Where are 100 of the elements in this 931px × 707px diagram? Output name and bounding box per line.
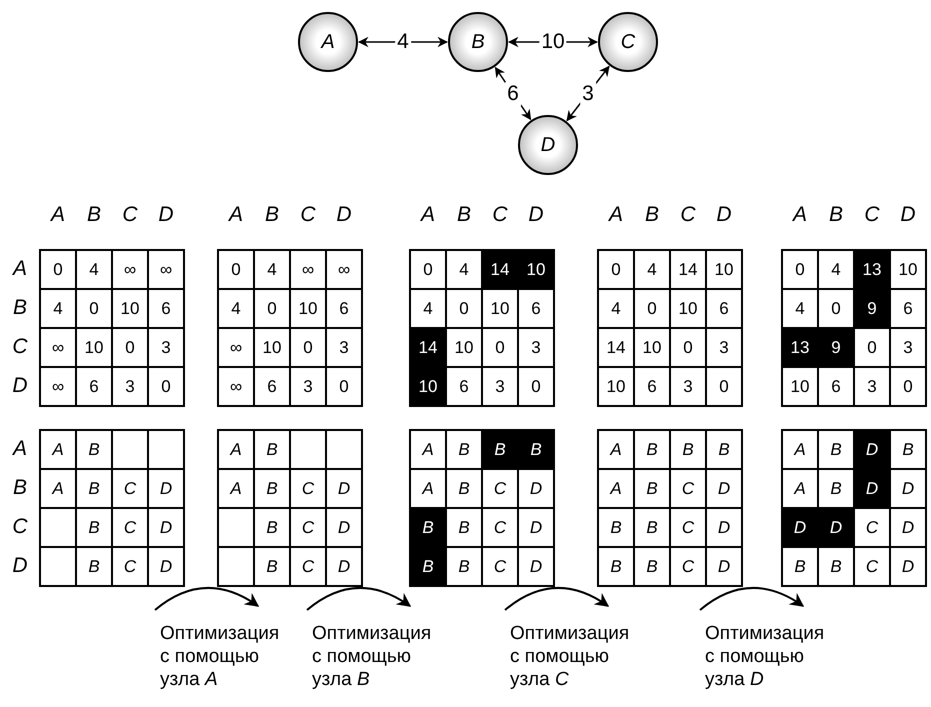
matrix-cell: D [326, 469, 362, 508]
matrix-cell: 0 [706, 367, 742, 406]
matrix-cell: B [890, 430, 926, 469]
matrix-cell: D [782, 508, 818, 547]
matrix-cell: B [254, 430, 290, 469]
column-header: A [791, 202, 808, 228]
matrix-cell: 14 [670, 250, 706, 289]
node-circle: B [448, 12, 508, 72]
column-header: A [227, 202, 244, 228]
row-header: B [12, 475, 28, 501]
matrix-cell: 0 [40, 250, 76, 289]
matrix-cell: 13 [854, 250, 890, 289]
matrix-cell: C [670, 547, 706, 586]
matrix-cell: 0 [482, 328, 518, 367]
column-header: B [86, 202, 102, 228]
matrix-cell: B [76, 469, 112, 508]
matrix-cell: D [326, 547, 362, 586]
matrix-cell: D [518, 469, 554, 508]
matrix-cell: C [290, 508, 326, 547]
matrix-cell: 3 [482, 367, 518, 406]
matrix-cell: B [634, 508, 670, 547]
matrix-cell: B [634, 430, 670, 469]
matrix-cell: B [446, 430, 482, 469]
column-header: A [49, 202, 66, 228]
matrix-cell: 0 [326, 367, 362, 406]
matrix-cell: 0 [112, 328, 148, 367]
matrix-cell: A [218, 469, 254, 508]
matrix-cell: C [112, 547, 148, 586]
matrix-cell: B [706, 430, 742, 469]
matrix-cell: D [890, 469, 926, 508]
matrix-cell: 3 [670, 367, 706, 406]
row-header: C [11, 514, 29, 540]
matrix-cell: 9 [818, 328, 854, 367]
edge-label: 3 [580, 82, 596, 106]
matrix-cell: B [518, 430, 554, 469]
matrix-cell: D [518, 547, 554, 586]
matrix-cell: 4 [598, 289, 634, 328]
matrix-cell: C [112, 469, 148, 508]
matrix-cell: B [634, 547, 670, 586]
matrix-cell: 3 [518, 328, 554, 367]
matrix-cell: B [818, 547, 854, 586]
matrix-cell: 10 [410, 367, 446, 406]
matrix-cell: B [446, 508, 482, 547]
column-header: A [419, 202, 436, 228]
node-circle: D [518, 115, 578, 175]
matrix-cell: C [482, 469, 518, 508]
matrix-cell: 4 [818, 250, 854, 289]
matrix-cell: B [76, 430, 112, 469]
matrix-cell: C [482, 547, 518, 586]
row-header: D [11, 373, 29, 399]
column-header: C [299, 202, 317, 228]
matrix-cell: 0 [670, 328, 706, 367]
matrix-cell: 10 [706, 250, 742, 289]
column-header: B [828, 202, 844, 228]
matrix-cell: C [854, 508, 890, 547]
matrix-cell: B [670, 430, 706, 469]
matrix-cell: B [254, 508, 290, 547]
matrix-cell: 6 [706, 289, 742, 328]
matrix-cell: D [706, 547, 742, 586]
matrix-cell: 13 [782, 328, 818, 367]
caption-text: Оптимизация с помощью узла D [705, 622, 826, 691]
node-circle: A [298, 12, 358, 72]
row-header: C [11, 334, 29, 360]
matrix-cell: B [76, 508, 112, 547]
matrix-cell: 3 [148, 328, 184, 367]
matrix-cell: B [446, 547, 482, 586]
matrix-cell: 4 [782, 289, 818, 328]
matrix-cell: D [890, 547, 926, 586]
column-header: D [335, 202, 353, 228]
matrix-cell: 0 [446, 289, 482, 328]
caption-text: Оптимизация с помощью узла A [160, 622, 280, 691]
matrix-cell: 10 [446, 328, 482, 367]
matrix-cell: 3 [112, 367, 148, 406]
matrix-cell: 6 [326, 289, 362, 328]
matrix-cell: D [518, 508, 554, 547]
matrix-cell: 14 [598, 328, 634, 367]
matrix-cell: B [818, 469, 854, 508]
matrix-cell: 4 [254, 250, 290, 289]
matrix-cell: 9 [854, 289, 890, 328]
column-header: D [527, 202, 545, 228]
matrix-cell: 0 [782, 250, 818, 289]
row-header: A [11, 256, 28, 282]
row-header: D [11, 553, 29, 579]
matrix-cell: D [706, 469, 742, 508]
matrix-cell: D [148, 547, 184, 586]
matrix-cell: ∞ [40, 328, 76, 367]
matrix-cell: B [410, 547, 446, 586]
matrix-cell: D [818, 508, 854, 547]
matrix-cell: ∞ [326, 250, 362, 289]
matrix-cell: C [670, 469, 706, 508]
matrix-cell: C [112, 508, 148, 547]
column-header: B [644, 202, 660, 228]
matrix-cell: 0 [254, 289, 290, 328]
matrix-cell: B [598, 547, 634, 586]
matrix-cell: B [818, 430, 854, 469]
matrix-cell: 4 [446, 250, 482, 289]
matrix-cell: ∞ [290, 250, 326, 289]
matrix-cell: D [890, 508, 926, 547]
matrix-cell: 6 [518, 289, 554, 328]
matrix-cell: B [598, 508, 634, 547]
